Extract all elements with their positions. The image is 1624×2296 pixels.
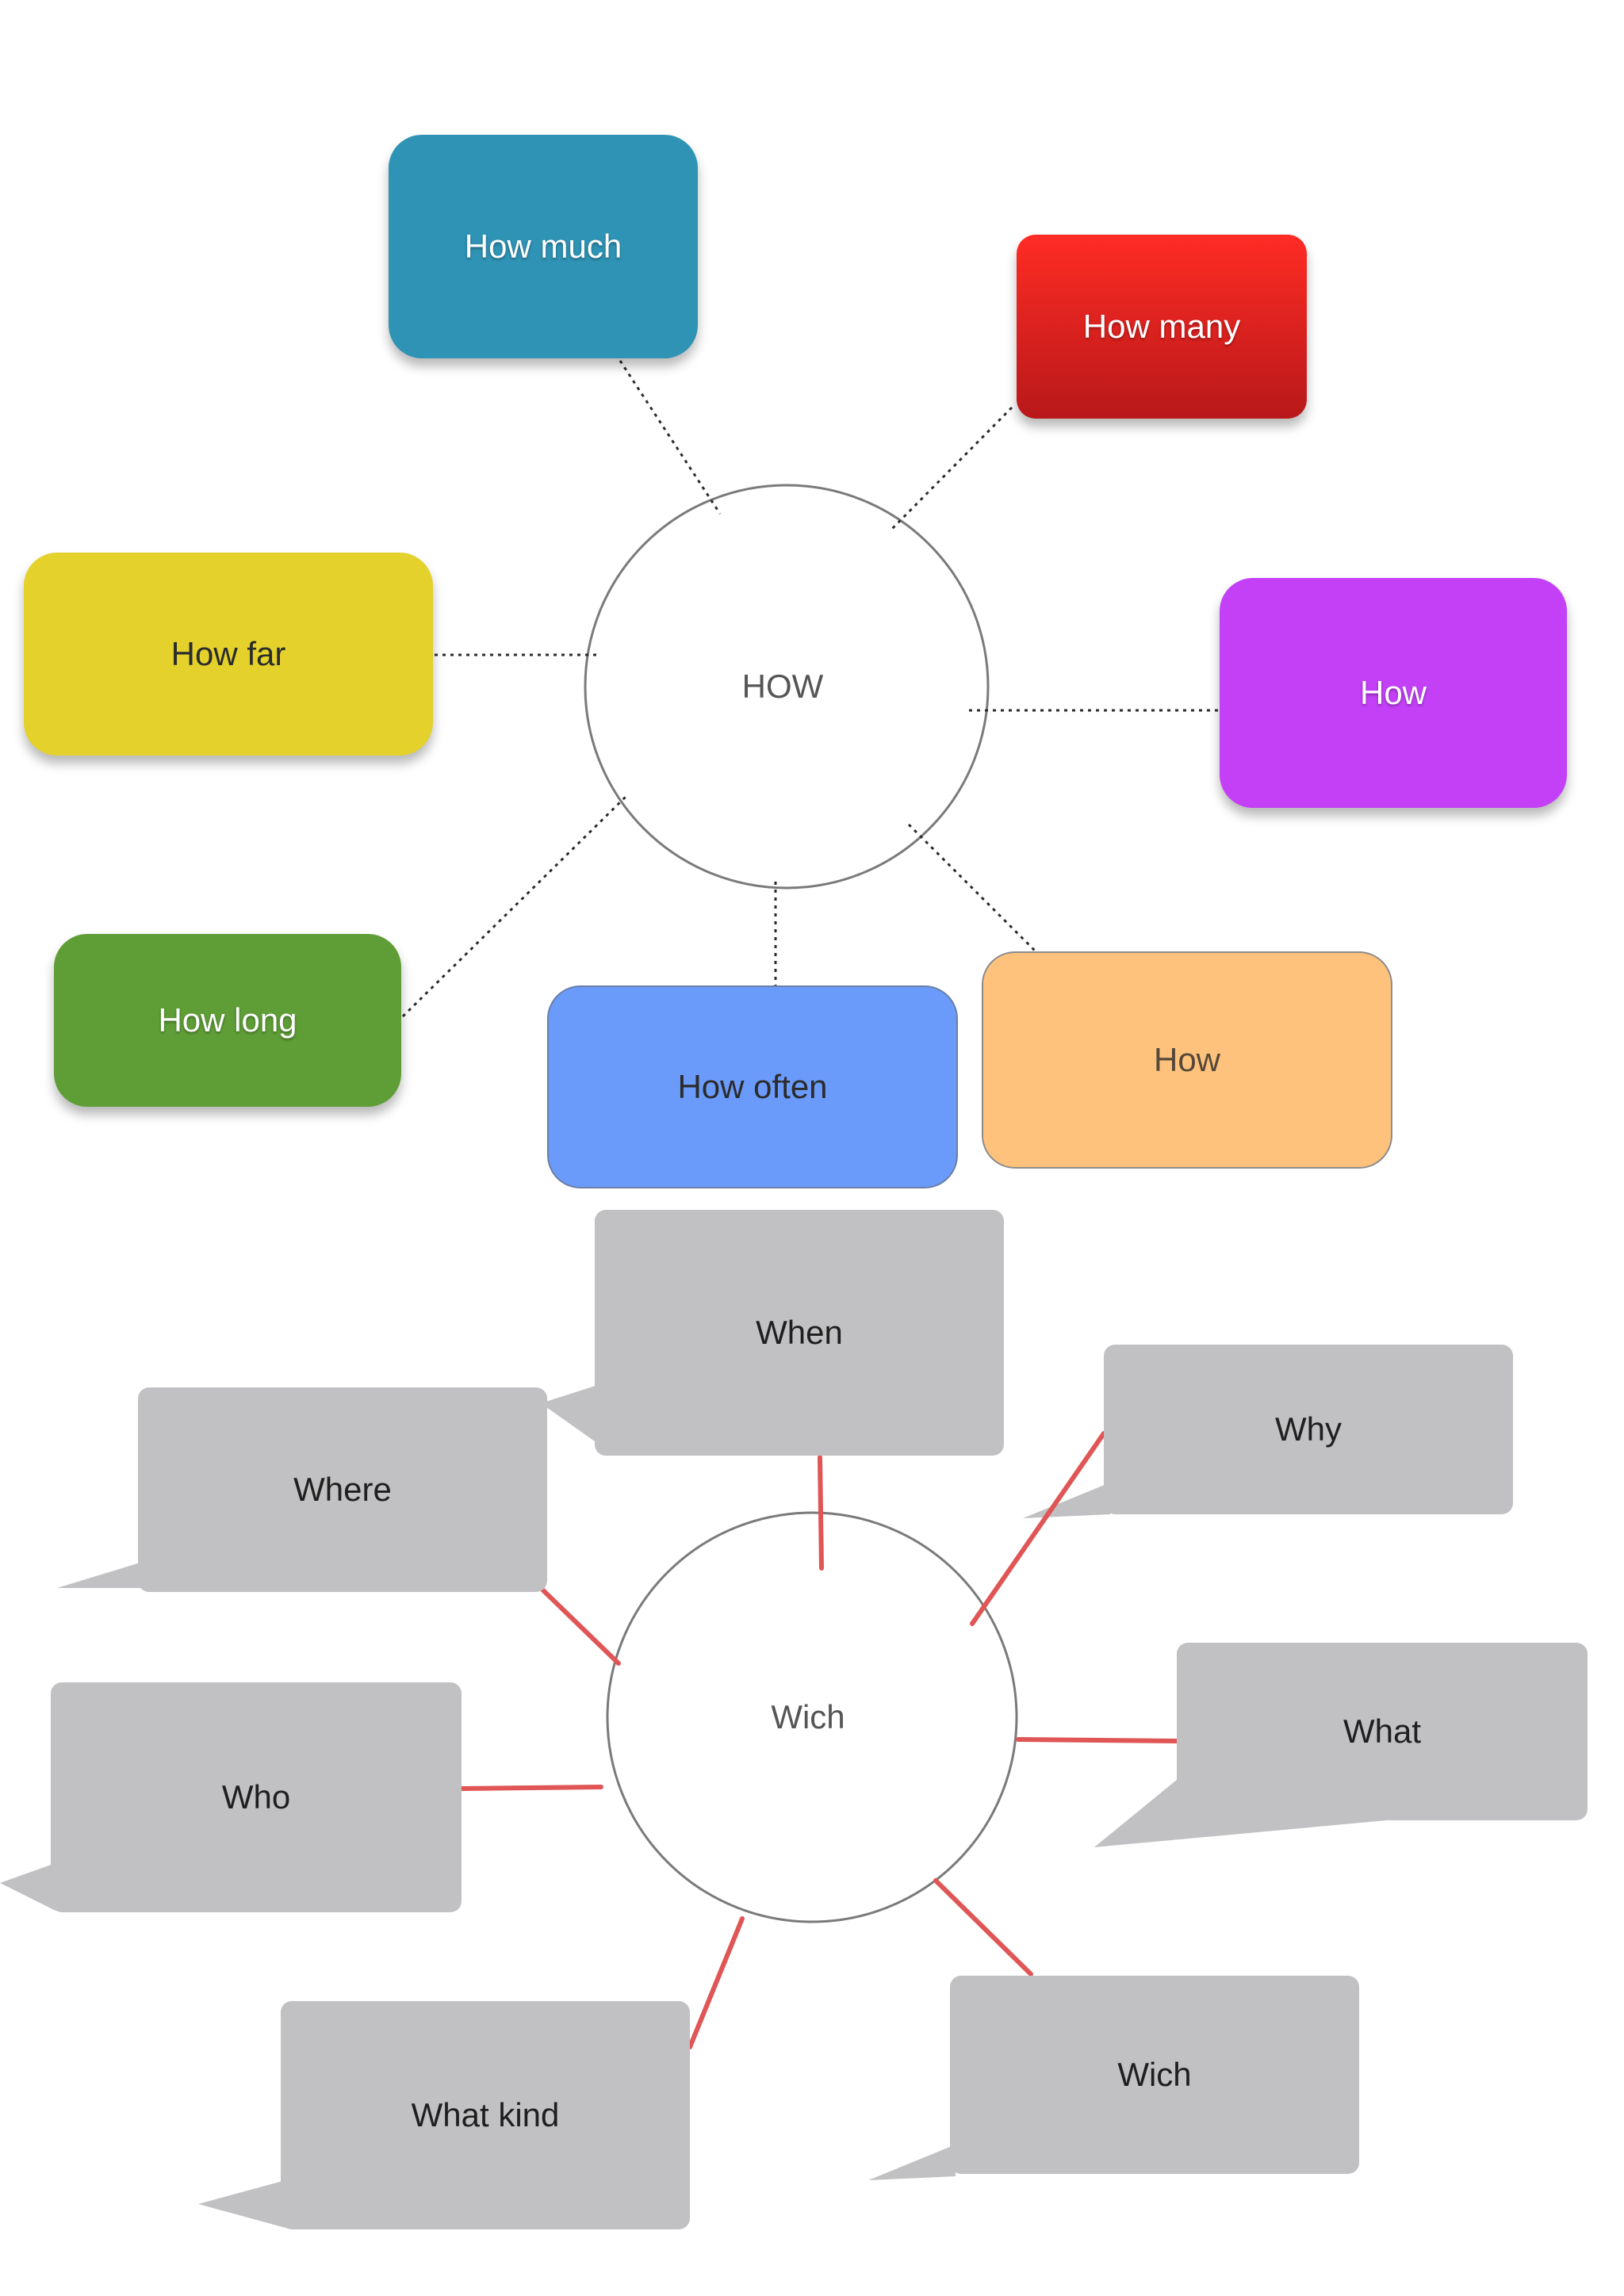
when-connector [818, 1455, 824, 1571]
how-hub-label: HOW [741, 668, 824, 705]
what-kind-label: What kind [411, 2096, 560, 2133]
how-long-node: How long [54, 934, 401, 1107]
how-long-connector [401, 794, 628, 1018]
how-often-node: How often [547, 985, 958, 1188]
what-bubble: What [1177, 1643, 1588, 1820]
wich-connector [933, 1878, 1033, 1976]
what-label: What [1342, 1712, 1422, 1750]
how-much-label: How much [464, 228, 622, 265]
how-many-node: How many [1017, 235, 1307, 419]
wich-connectors [459, 1431, 1179, 2049]
what-kind-connector [688, 1916, 745, 2049]
who-connector [459, 1785, 603, 1791]
where-bubble: Where [138, 1387, 547, 1592]
wich-bubble-tail [868, 2145, 956, 2180]
who-bubble-tail [0, 1863, 56, 1911]
how-far-label: How far [170, 635, 286, 672]
how-many-label: How many [1082, 308, 1241, 345]
how-orange-label: How [1153, 1041, 1221, 1078]
wich-label: Wich [1117, 2056, 1192, 2093]
where-connector [540, 1587, 621, 1666]
when-label: When [756, 1314, 843, 1351]
what-connector [1016, 1737, 1179, 1743]
who-label: Who [221, 1778, 291, 1816]
what-kind-bubble-tail [198, 2180, 285, 2228]
why-connector [970, 1431, 1106, 1626]
why-bubble-tail [1023, 1483, 1110, 1518]
what-kind-bubble: What kind [281, 2001, 690, 2229]
when-bubble-tail [541, 1383, 603, 1447]
why-label: Why [1275, 1410, 1342, 1448]
wich-bubble: Wich [950, 1976, 1359, 2174]
how-many-connector [888, 406, 1013, 533]
when-bubble: When [595, 1210, 1004, 1456]
how-much-connector [619, 360, 722, 515]
where-bubble-tail [57, 1562, 143, 1588]
how-purple-label: How [1359, 674, 1427, 711]
wich-hub-circle [606, 1511, 1018, 1923]
how-much-node: How much [389, 135, 698, 358]
who-bubble: Who [51, 1682, 462, 1912]
how-long-label: How long [158, 1001, 297, 1039]
how-often-label: How often [677, 1068, 828, 1105]
how-purple-node: How [1220, 578, 1567, 808]
why-bubble: Why [1104, 1345, 1513, 1514]
wich-hub-label: Wich [771, 1698, 845, 1735]
how-hub-circle [584, 484, 990, 890]
where-label: Where [293, 1471, 392, 1508]
how-orange-node: How [982, 951, 1392, 1169]
how-far-node: How far [24, 553, 433, 756]
